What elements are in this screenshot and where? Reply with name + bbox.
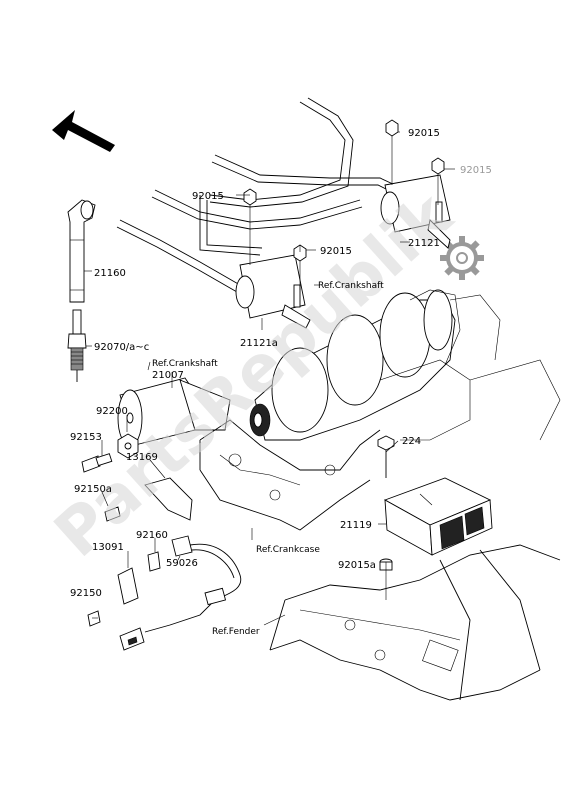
rear-fender xyxy=(269,359,561,701)
label-13091: 13091 xyxy=(92,542,124,553)
label-21121a: 21121a xyxy=(240,338,278,349)
crankshaft xyxy=(249,289,461,441)
ignition-coil-right xyxy=(380,119,451,249)
bolt-224 xyxy=(377,435,395,478)
label-92153: 92153 xyxy=(70,432,102,443)
timing-rotor xyxy=(117,377,231,447)
spark-plug xyxy=(67,309,87,382)
label-224: 224 xyxy=(402,436,421,447)
sensor-assembly xyxy=(87,535,242,651)
label-92150: 92150 xyxy=(70,588,102,599)
label-92160: 92160 xyxy=(136,530,168,541)
label-92150a: 92150a xyxy=(74,484,112,495)
washer xyxy=(117,433,139,459)
label-92015-c: 92015 xyxy=(460,165,492,176)
spark-plug-cap xyxy=(67,199,96,303)
direction-arrow-icon xyxy=(52,110,115,152)
label-13169: 13169 xyxy=(126,452,158,463)
ref-fender: Ref.Fender xyxy=(212,627,260,637)
label-92015-b: 92015 xyxy=(408,128,440,139)
label-92015a: 92015a xyxy=(338,560,376,571)
igniter-unit xyxy=(383,477,493,556)
label-21119: 21119 xyxy=(340,520,372,531)
leader-lines xyxy=(84,131,455,626)
ref-crankshaft-1: Ref.Crankshaft xyxy=(318,281,384,291)
label-92015-d: 92015 xyxy=(320,246,352,257)
label-92015-a: 92015 xyxy=(192,191,224,202)
label-21160: 21160 xyxy=(94,268,126,279)
pickup-bracket xyxy=(104,477,193,522)
bolt-92153 xyxy=(81,453,113,473)
ignition-coil-left xyxy=(235,188,311,329)
ref-crankshaft-2: Ref.Crankshaft xyxy=(152,359,218,369)
ref-crankcase: Ref.Crankcase xyxy=(256,545,320,555)
label-92070: 92070/a~c xyxy=(94,342,149,353)
crankcase xyxy=(199,294,501,531)
label-92200: 92200 xyxy=(96,406,128,417)
label-21007: 21007 xyxy=(152,370,184,381)
label-21121: 21121 xyxy=(408,238,440,249)
label-59026: 59026 xyxy=(166,558,198,569)
